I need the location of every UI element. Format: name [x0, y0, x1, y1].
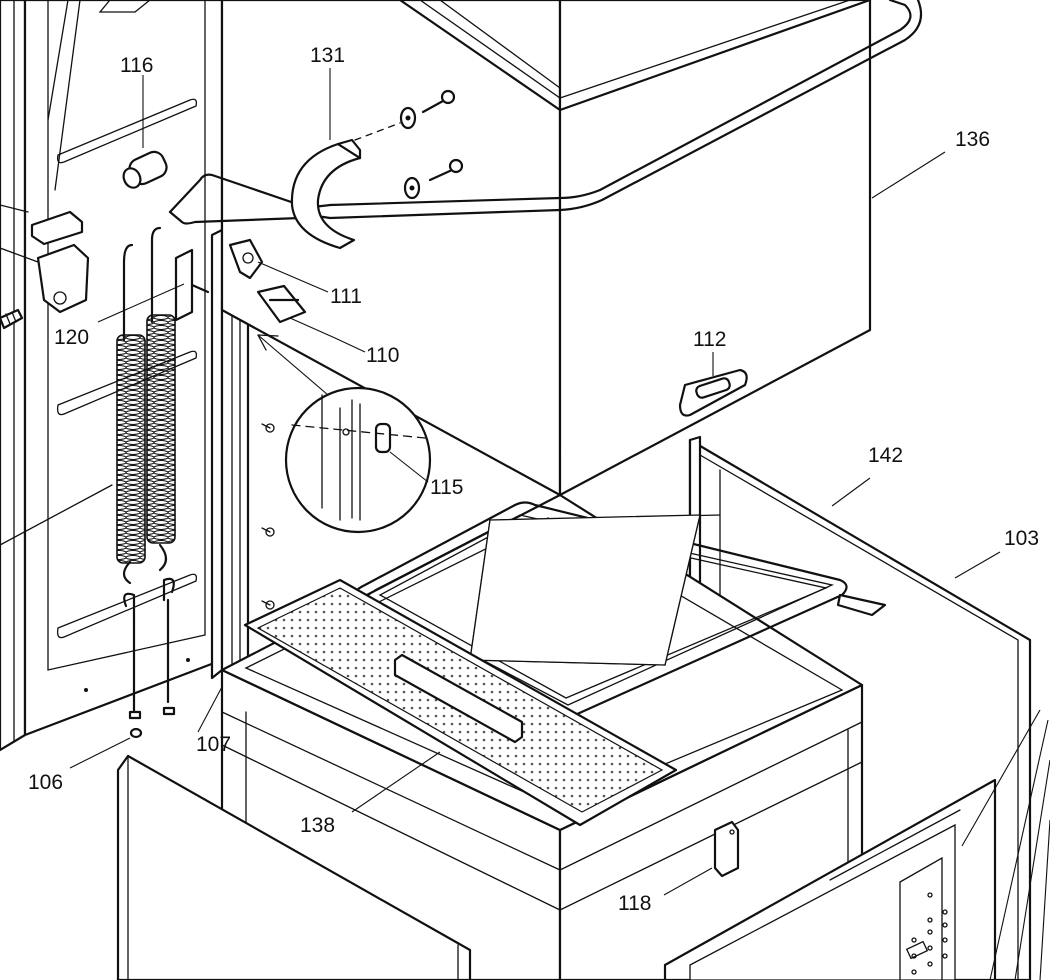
front-door	[116, 754, 472, 980]
hood-handle-bar	[168, 0, 923, 225]
left-screw	[0, 308, 24, 330]
label-111: 111	[330, 285, 362, 308]
label-106: 106	[28, 771, 63, 794]
bracket-part-118	[663, 820, 740, 896]
clamp-part-131	[290, 68, 362, 250]
detail-callout-115	[257, 334, 432, 534]
roller-part-116	[122, 75, 168, 189]
label-107: 107	[196, 733, 231, 756]
hood-screws	[354, 89, 464, 200]
label-131: 131	[310, 44, 345, 67]
control-buttons	[905, 892, 948, 975]
hinge-bracket	[30, 210, 90, 314]
label-110: 110	[366, 344, 399, 367]
label-115: 115	[430, 476, 463, 499]
label-116: 116	[120, 54, 153, 77]
label-118: 118	[618, 892, 651, 915]
clip-part-111	[228, 238, 329, 293]
frame-screws	[261, 423, 275, 610]
label-120: 120	[54, 326, 89, 349]
label-142: 142	[868, 444, 903, 467]
part-labels: 116 131 136 111 110 120 112 115 142 103 …	[28, 44, 1039, 915]
label-138: 138	[300, 814, 335, 837]
control-panel	[663, 709, 1050, 980]
clip-part-110	[256, 284, 366, 353]
left-door-panel	[0, 0, 224, 752]
handle-part-112	[678, 352, 748, 417]
label-103: 103	[1004, 527, 1039, 550]
tray-138	[243, 578, 678, 827]
springs	[69, 226, 176, 769]
door-slots	[56, 98, 198, 639]
hood-136	[220, 0, 946, 497]
label-112: 112	[693, 328, 726, 351]
latch-plate-part-120	[97, 248, 210, 323]
label-136: 136	[955, 128, 990, 151]
